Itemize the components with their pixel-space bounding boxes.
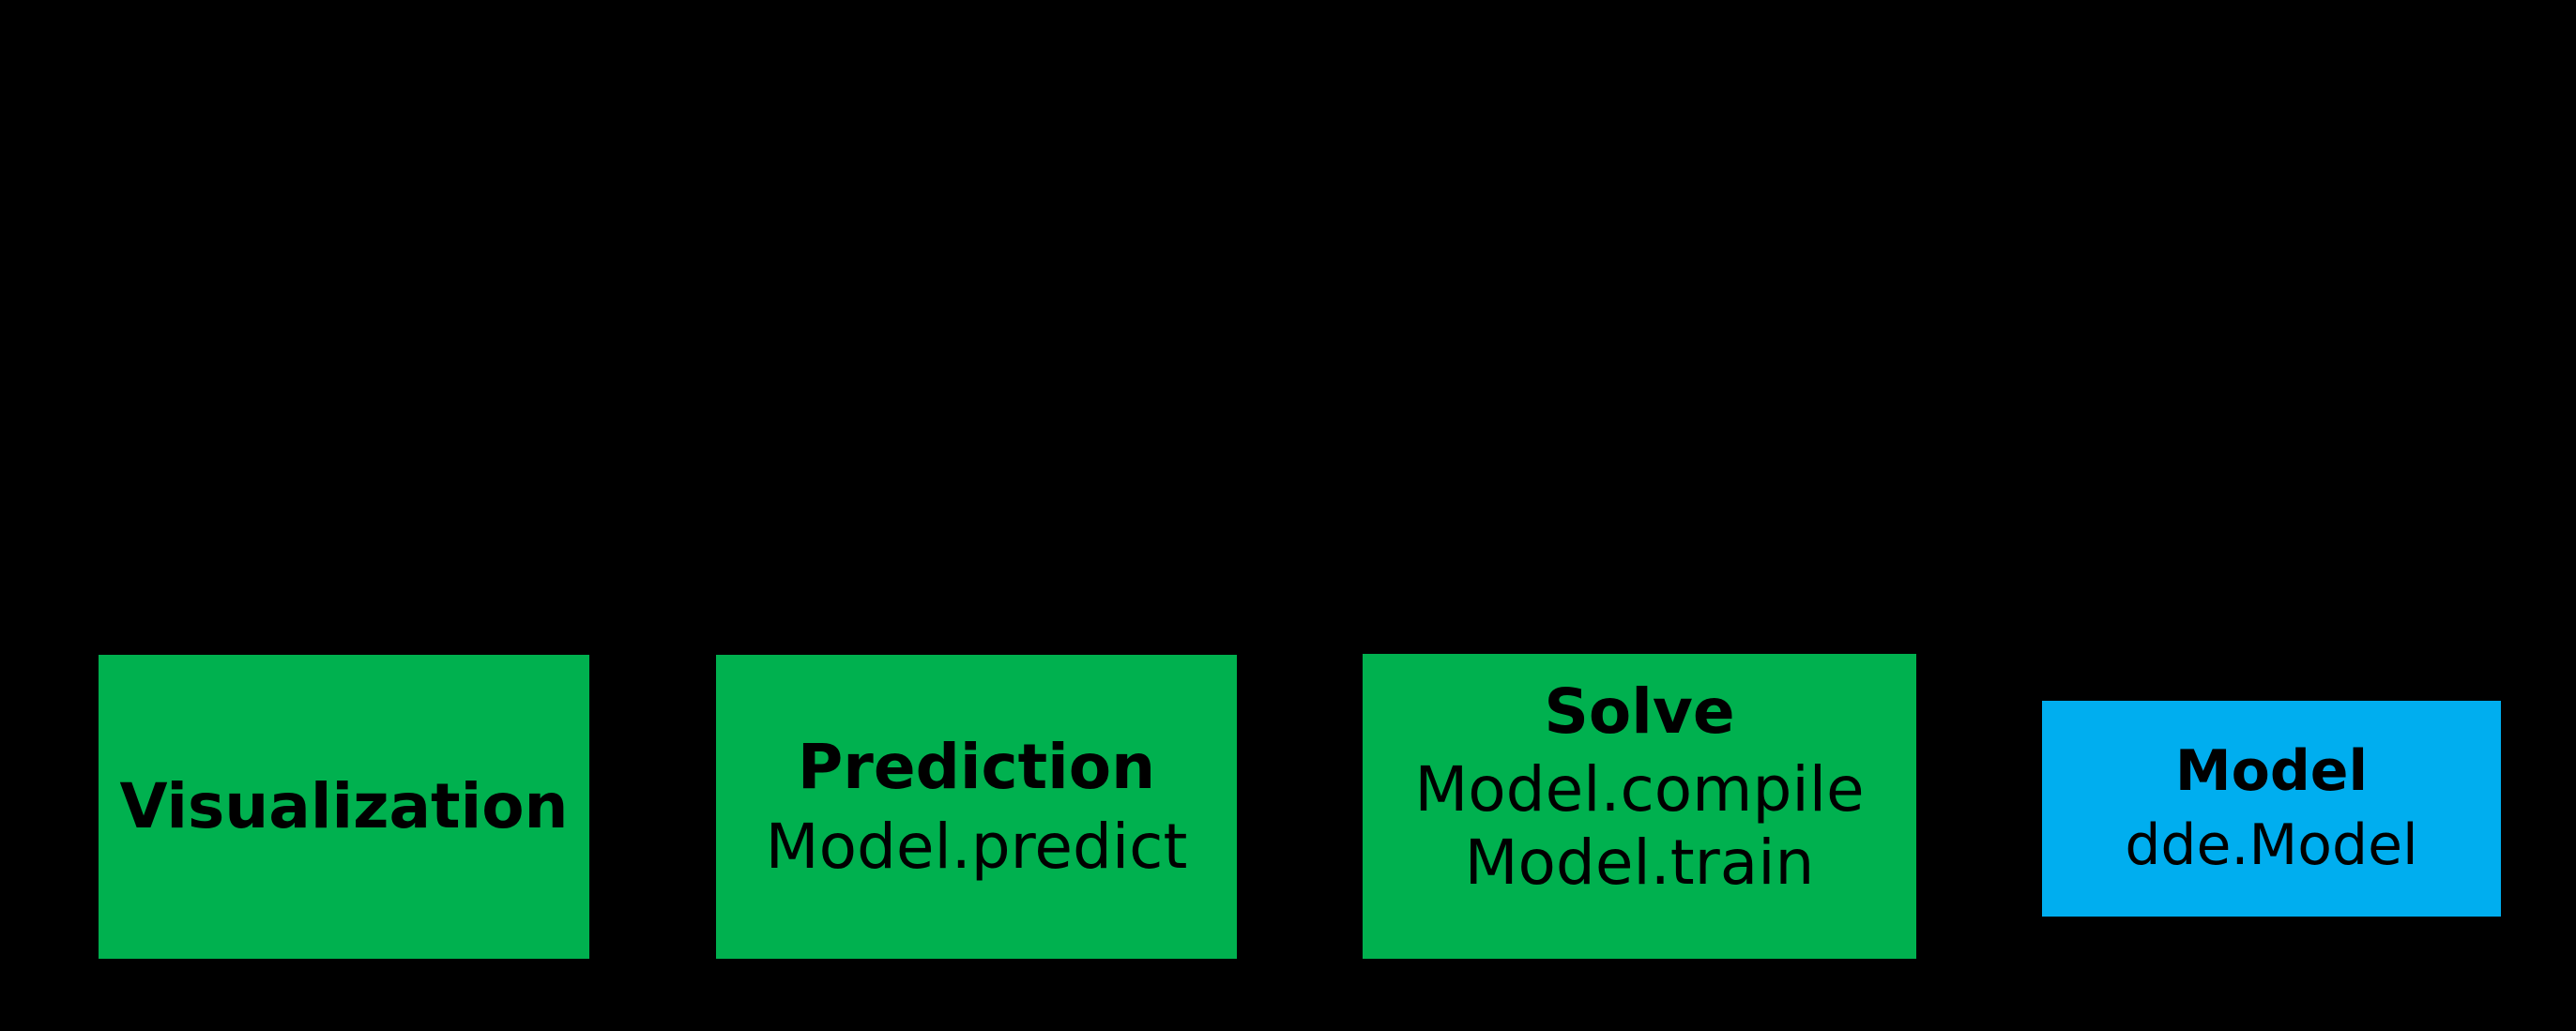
node-model-api-0: dde.Model	[2125, 812, 2418, 878]
node-solve[interactable]: Solve Model.compile Model.train	[1363, 654, 1916, 959]
node-solve-api-1: Model.train	[1464, 826, 1815, 899]
node-prediction-title: Prediction	[797, 730, 1156, 803]
node-model[interactable]: Model dde.Model	[2042, 701, 2501, 917]
node-solve-title: Solve	[1544, 675, 1735, 748]
node-solve-api-0: Model.compile	[1414, 753, 1865, 826]
node-visualization[interactable]: Visualization	[99, 655, 589, 959]
node-prediction-api-0: Model.predict	[765, 811, 1188, 883]
node-prediction[interactable]: Prediction Model.predict	[716, 655, 1237, 959]
node-visualization-title: Visualization	[119, 770, 569, 843]
node-model-title: Model	[2174, 738, 2369, 805]
